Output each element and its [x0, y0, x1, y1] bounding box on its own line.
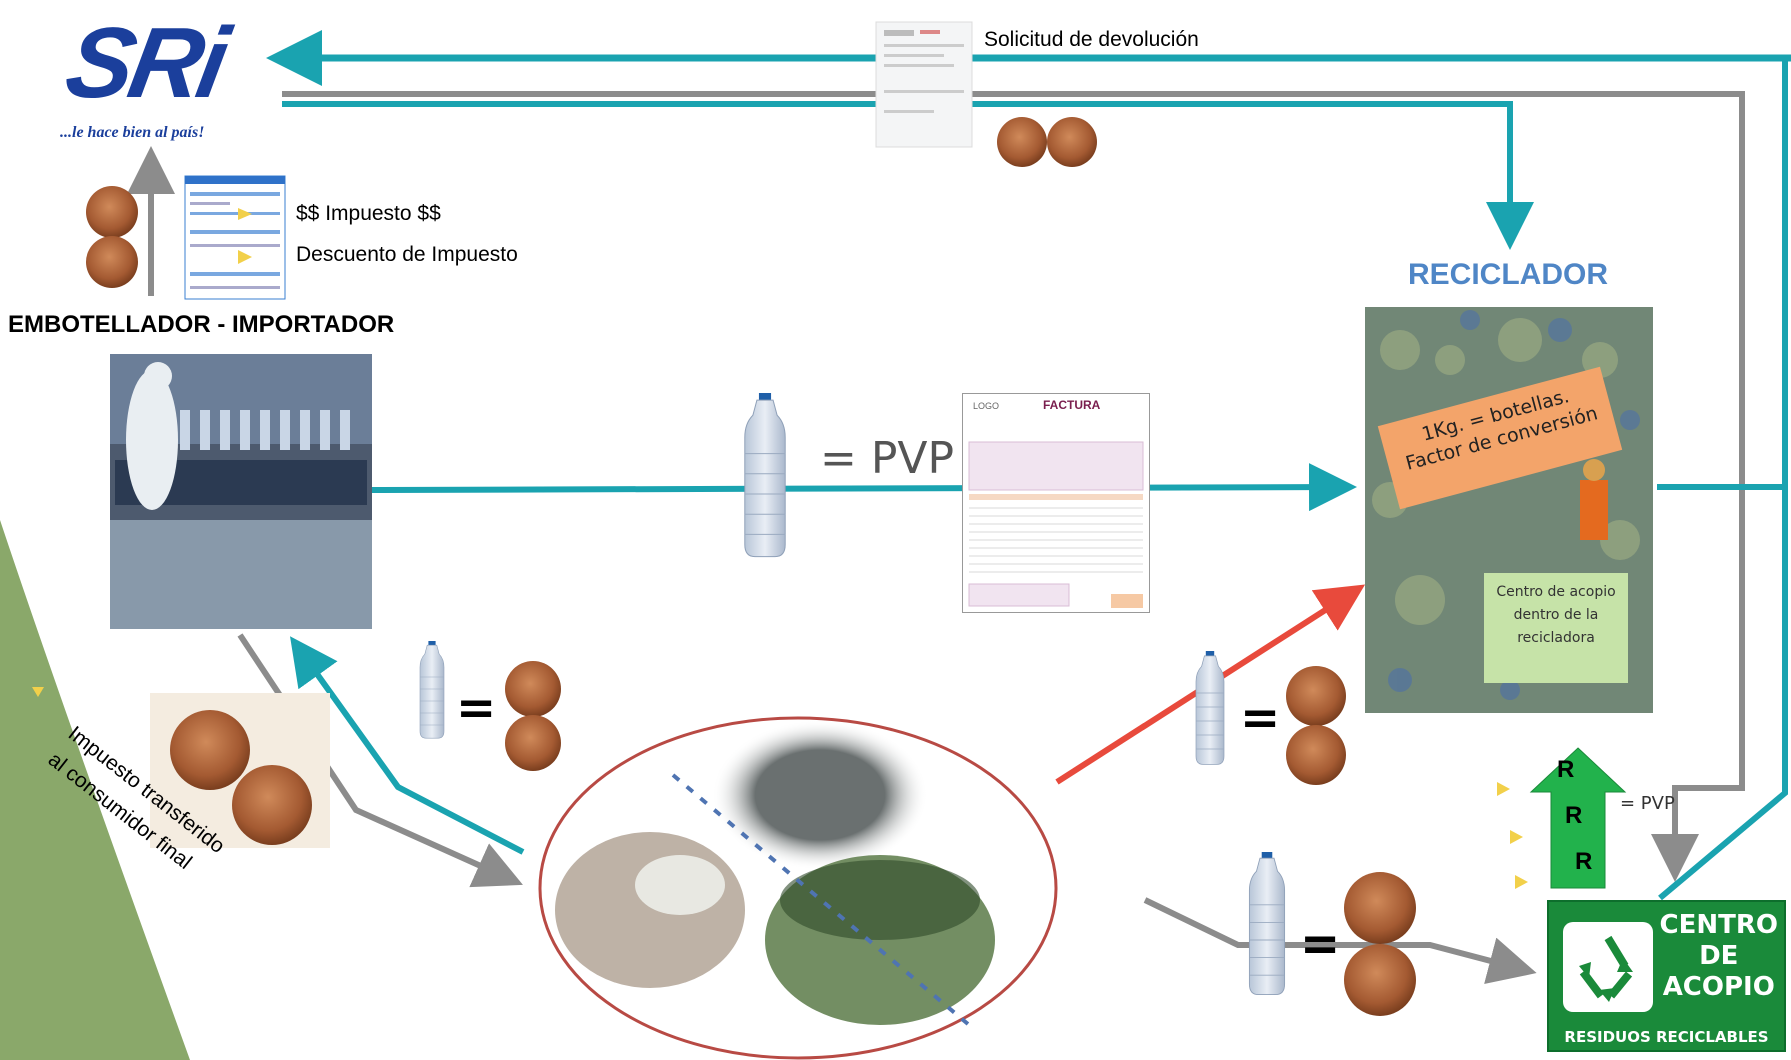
coin: [997, 117, 1047, 167]
arrow-embotellador-to-reciclador: [371, 463, 1357, 512]
bottle-icon: [1195, 650, 1225, 765]
solicitud-document-image: [875, 21, 973, 148]
recycle-icon: [1563, 922, 1653, 1012]
descuento-label: Descuento de Impuesto: [296, 243, 518, 266]
bottle-icon: [419, 640, 445, 739]
rrr-letter: R: [1565, 802, 1583, 829]
decorative-triangle: [1510, 830, 1523, 844]
arrow-sri-to-centro: [282, 91, 1745, 882]
pvp-small-label: = PVP: [1620, 793, 1675, 814]
acopio-inside-text: Centro de acopio dentro de la reciclador…: [1496, 584, 1616, 646]
pvp-label: = PVP: [820, 433, 955, 484]
factura-title: FACTURA: [1043, 398, 1101, 412]
centro-line2: DE: [1699, 941, 1739, 971]
centro-line3: ACOPIO: [1662, 972, 1775, 1002]
coin: [1286, 725, 1346, 785]
sri-logo-word: SRi: [58, 7, 233, 119]
equals-sign: =: [1240, 690, 1281, 746]
centro-line1: CENTRO: [1659, 910, 1778, 940]
sri-logo: SRi ...le hace bien al país!: [58, 6, 270, 146]
decorative-triangle: [1497, 782, 1510, 796]
decorative-triangle: [32, 687, 44, 697]
factura-logo: LOGO: [973, 401, 1000, 411]
coin: [1047, 117, 1097, 167]
embotellador-image: [110, 354, 372, 629]
consumer-ellipse: [538, 716, 1058, 1060]
arrow-sri-to-reciclador: [282, 101, 1534, 250]
solicitud-label: Solicitud de devolución: [984, 28, 1199, 51]
bottle-icon: [744, 392, 786, 558]
rrr-green-arrow: [1529, 747, 1627, 889]
centro-acopio-sign: CENTRO DE ACOPIO RESIDUOS RECICLABLES: [1547, 900, 1786, 1052]
reciclador-title: RECICLADOR: [1408, 258, 1608, 291]
coin: [170, 710, 250, 790]
decorative-green-shape: [0, 520, 190, 1060]
coin: [505, 715, 561, 771]
coin: [1286, 666, 1346, 726]
arrow-consumer-to-centro: [1143, 897, 1537, 985]
arrow-centro-to-top: [1658, 60, 1788, 901]
sri-logo-tagline: ...le hace bien al país!: [60, 124, 205, 141]
coin: [86, 186, 138, 238]
tax-form-image: [184, 175, 286, 300]
coin: [232, 765, 312, 845]
rrr-letter: R: [1575, 848, 1593, 875]
bottle-icon: [1248, 851, 1286, 995]
factura-document: LOGO FACTURA: [962, 393, 1150, 613]
coin: [86, 236, 138, 288]
rrr-letter: R: [1557, 756, 1575, 783]
centro-footer: RESIDUOS RECICLABLES: [1564, 1028, 1769, 1046]
coin: [505, 661, 561, 717]
acopio-inside-sign: Centro de acopio dentro de la reciclador…: [1484, 573, 1628, 683]
embotellador-title: EMBOTELLADOR - IMPORTADOR: [8, 311, 395, 338]
impuesto-label: $$ Impuesto $$: [296, 202, 441, 225]
coin: [1344, 944, 1416, 1016]
coin: [1344, 872, 1416, 944]
decorative-triangle: [1515, 875, 1528, 889]
arrow-consumer-to-embotellador: [290, 636, 525, 855]
equals-sign: =: [1300, 916, 1341, 972]
factura-lines: [968, 441, 1144, 608]
equals-sign: =: [456, 680, 497, 736]
